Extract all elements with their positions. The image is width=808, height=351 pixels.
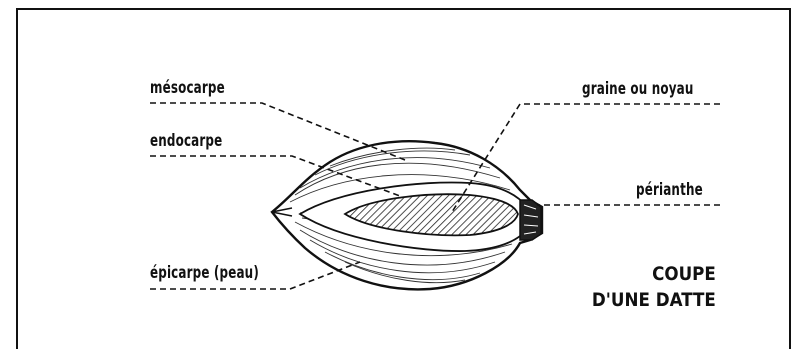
- label-endocarpe: endocarpe: [150, 133, 222, 150]
- diagram-caption: COUPE D'UNE DATTE: [592, 262, 716, 313]
- label-epicarpe: épicarpe (peau): [150, 265, 259, 282]
- label-graine: graine ou noyau: [582, 81, 693, 98]
- label-perianthe: périanthe: [636, 182, 703, 199]
- label-mesocarpe: mésocarpe: [150, 80, 225, 97]
- caption-line-2: D'UNE DATTE: [592, 288, 716, 314]
- caption-line-1: COUPE: [592, 262, 716, 288]
- perianth: [520, 200, 541, 240]
